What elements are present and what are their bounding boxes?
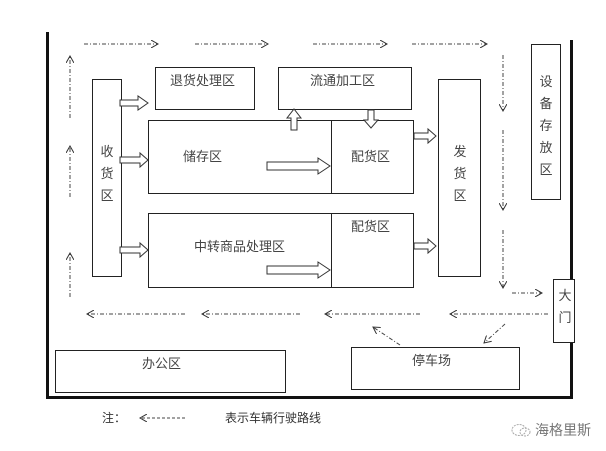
material-flow-arrow — [413, 127, 437, 145]
wechat-icon — [511, 424, 531, 437]
zone-distribution-bottom — [331, 213, 414, 288]
zone-equipment — [531, 44, 561, 200]
material-flow-arrow — [119, 151, 149, 169]
material-flow-arrow — [266, 157, 331, 175]
material-flow-arrow — [413, 237, 437, 255]
material-flow-arrow — [285, 108, 303, 131]
zone-returns-label: 退货处理区 — [170, 74, 236, 89]
zone-parking — [351, 347, 520, 390]
zone-office-label: 办公区 — [142, 357, 182, 372]
zone-equipment-label: 设备存放区 — [539, 75, 553, 178]
zone-transit-label: 中转商品处理区 — [194, 240, 286, 255]
zone-receiving-label: 收货区 — [100, 145, 114, 204]
material-flow-arrow — [119, 241, 149, 259]
zone-returns — [155, 67, 255, 110]
site-border-right-top — [570, 40, 573, 280]
material-flow-arrow — [362, 109, 380, 129]
material-flow-arrow — [119, 95, 149, 111]
zone-distribution-top-label: 配货区 — [351, 150, 391, 165]
zone-parking-label: 停车场 — [412, 354, 452, 369]
zone-storage-label: 储存区 — [183, 150, 223, 165]
vehicle-route-arrow — [373, 327, 401, 346]
zone-shipping — [438, 79, 481, 277]
zone-gate — [553, 279, 575, 343]
zone-gate-label: 大门 — [558, 289, 572, 326]
watermark-text: 海格里斯 — [535, 423, 591, 439]
zone-processing — [278, 67, 412, 110]
zone-processing-label: 流通加工区 — [310, 74, 376, 89]
legend-description: 表示车辆行驶路线 — [225, 411, 322, 425]
zone-office — [55, 350, 286, 393]
zone-shipping-label: 发货区 — [453, 145, 467, 204]
zone-receiving — [92, 79, 122, 277]
zone-transit — [148, 213, 332, 288]
site-border-bottom — [46, 396, 573, 399]
vehicle-route-arrow — [484, 323, 506, 343]
material-flow-arrow — [266, 261, 331, 279]
zone-storage — [148, 120, 332, 194]
site-border-right-bottom — [570, 342, 573, 398]
zone-distribution-bottom-label: 配货区 — [351, 220, 391, 235]
zone-distribution-top — [331, 120, 414, 194]
site-border-left — [46, 32, 49, 398]
legend-prefix: 注： — [102, 411, 127, 425]
